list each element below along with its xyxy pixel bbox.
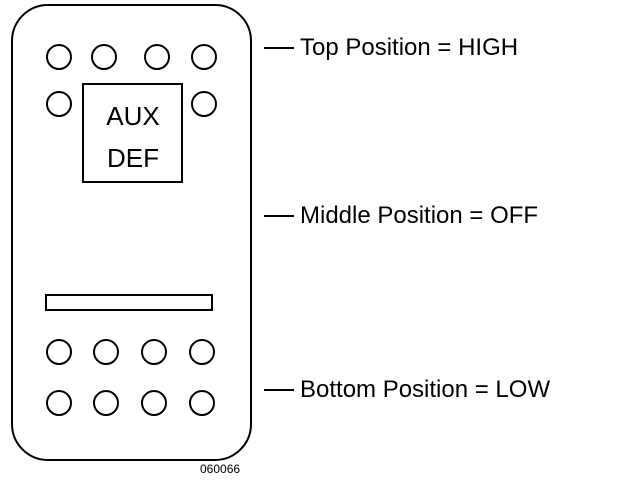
switch-body <box>11 4 252 461</box>
indicator-light <box>191 91 217 117</box>
indicator-light <box>189 390 215 416</box>
indicator-bar <box>45 294 213 311</box>
indicator-light <box>46 44 72 70</box>
bottom-indicator-lights <box>46 339 215 416</box>
indicator-light <box>46 339 72 365</box>
callout-top-text: Top Position = HIGH <box>300 34 519 61</box>
callout-dash <box>264 46 294 49</box>
indicator-light <box>144 44 170 70</box>
figure-number: 060066 <box>200 462 241 476</box>
indicator-light <box>46 390 72 416</box>
callout-dash <box>264 388 294 391</box>
indicator-light <box>191 44 217 70</box>
function-label-box <box>82 83 183 183</box>
callout-bottom-position: Bottom Position = LOW <box>264 376 550 404</box>
function-label-line1: AUX <box>106 101 159 131</box>
indicator-light <box>93 339 119 365</box>
indicator-light <box>46 91 72 117</box>
indicator-light <box>93 390 119 416</box>
callout-top-position: Top Position = HIGH <box>264 34 518 62</box>
indicator-light <box>189 339 215 365</box>
callout-middle-text: Middle Position = OFF <box>300 202 539 229</box>
callout-middle-position: Middle Position = OFF <box>264 202 538 230</box>
function-label-line2: DEF <box>107 143 159 173</box>
indicator-light <box>141 390 167 416</box>
indicator-light <box>91 44 117 70</box>
callout-dash <box>264 214 294 217</box>
indicator-light <box>141 339 167 365</box>
callout-bottom-text: Bottom Position = LOW <box>300 376 551 403</box>
top-indicator-lights <box>46 44 217 117</box>
